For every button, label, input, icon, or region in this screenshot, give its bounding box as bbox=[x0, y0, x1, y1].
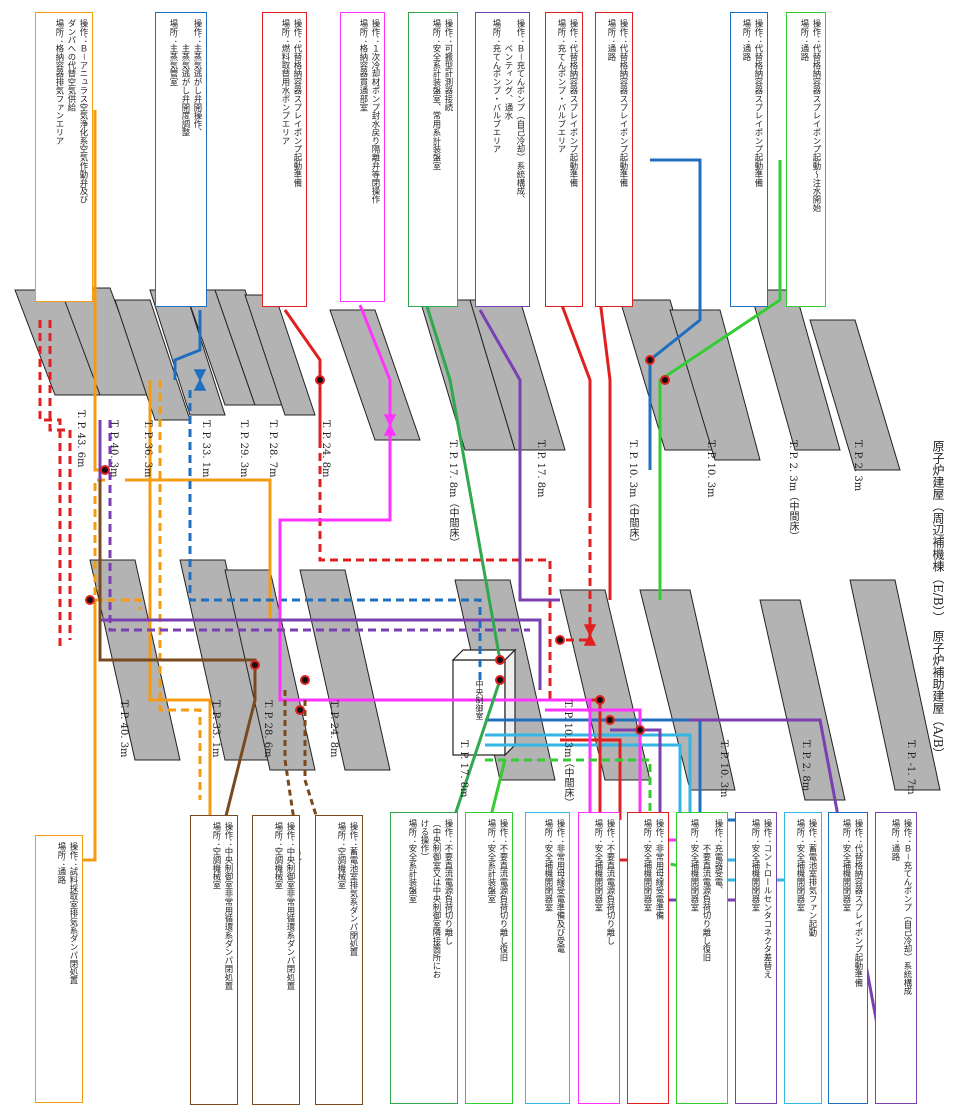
marker-5 bbox=[296, 706, 304, 714]
op-box-bottom-13: 操作：代替格納容器スプレイポンプ起動準備 場所：安全補機開閉器室 bbox=[828, 812, 868, 1104]
op-box-top-9: 操作：代替格納容器スプレイポンプ起動準備 場所：通路 bbox=[730, 12, 768, 307]
marker-10 bbox=[661, 376, 669, 384]
marker-9 bbox=[646, 356, 654, 364]
marker-3 bbox=[251, 661, 259, 669]
floor-label: T. P. 2. 3m（中間床） bbox=[785, 440, 800, 541]
floor-label: T. P. 43. 6m bbox=[75, 410, 86, 468]
floor-label: T. P. 10. 3m（中間床） bbox=[625, 440, 640, 548]
marker-11 bbox=[86, 596, 94, 604]
floor-label: T. P. 10. 3m（中間床） bbox=[560, 700, 575, 808]
op-box-bottom-5: 操作：不要直流電源負荷切り離し （中央制御室又は中央制御室隣接箇所にお ける操作… bbox=[390, 812, 458, 1104]
op-box-bottom-8: 操作：不要直流電源負荷切り離し 場所：安全補機開閉器室 bbox=[578, 812, 620, 1104]
op-box-bottom-1: 操作：試料採取室排気系ダンパ閉処置 場所：通路 bbox=[35, 835, 83, 1103]
op-box-top-3: 操作：代替格納容器スプレイポンプ起動準備 場所：燃料取替用水ポンプエリア bbox=[262, 12, 307, 307]
route-red-7 bbox=[600, 300, 610, 600]
marker-4 bbox=[301, 676, 309, 684]
floor-label: T. P. 28. 6m bbox=[262, 700, 273, 758]
floor-label: T. P. 17. 8m bbox=[535, 440, 546, 498]
central-control-room-label: 中央制御室 bbox=[474, 680, 485, 720]
op-box-bottom-3: 操作：中央制御室非常用循環系ダンパ閉処置 場所：空調機械室 bbox=[252, 815, 300, 1105]
op-box-top-6: 操作：Ｂ－充てんポンプ（自己冷却）系統構成、 ベンティング、通水 場所：充てんポ… bbox=[475, 12, 530, 307]
marker-6 bbox=[496, 656, 504, 664]
op-box-top-8: 操作：代替格納容器スプレイポンプ起動準備 場所：通路 bbox=[595, 12, 633, 307]
floor-label: T. P. 40. 3m bbox=[108, 420, 119, 478]
op-box-bottom-9: 操作：非常用母線受電準備 場所：安全補機開閉器室 bbox=[627, 812, 669, 1104]
marker-8 bbox=[556, 636, 564, 644]
floor-label: T. P. 10. 3m bbox=[718, 740, 729, 798]
floor-label: T. P. 33. 1m bbox=[200, 420, 211, 478]
floor-label: T. P. 24. 8m bbox=[328, 700, 339, 758]
marker-7 bbox=[496, 676, 504, 684]
op-box-bottom-11: 操作：コントロールセンタコネクタ差替え 場所：安全補機開閉器室 bbox=[735, 812, 777, 1104]
floor-label: T. P. 24. 8m bbox=[320, 420, 331, 478]
floor-label: T. P. 29. 3m bbox=[238, 420, 249, 478]
floor-label: T. P. 33. 1m bbox=[210, 700, 221, 758]
floor-label: T. P. 2. 3m bbox=[852, 440, 863, 491]
marker-12 bbox=[596, 696, 604, 704]
floor-label: T. P. 40. 3m bbox=[118, 700, 129, 758]
op-box-bottom-12: 操作：蓄電池室排気ファン起動 場所：安全補機開閉器室 bbox=[784, 812, 822, 1104]
route-red-5 bbox=[560, 300, 590, 500]
op-box-top-5: 操作：可搬型計測器接続 場所：安全系計装盤室、常用系計装盤室 bbox=[408, 12, 458, 307]
op-box-bottom-6: 操作：不要直流電源負荷切り離し復旧 場所：安全系計装盤室 bbox=[465, 812, 513, 1104]
floor-label: T. P. 28. 7m bbox=[267, 420, 278, 478]
op-box-bottom-14: 操作：Ｂ－充てんポンプ（自己冷却）系統構成 場所：通路 bbox=[875, 812, 917, 1104]
op-box-top-1: 操作：Ｂ－アニュラス空気浄化系空気作動弁及び ダンパへの代替空気供給 場所：格納… bbox=[35, 12, 93, 302]
marker-13 bbox=[606, 716, 614, 724]
floor-label: T. P. 17. 8m（中間床） bbox=[445, 440, 460, 548]
reactor-building-title: 原子炉建屋（周辺補機棟（E/B）） bbox=[930, 440, 947, 624]
op-box-bottom-10: 操作：充電器受電、 不要直流電源負荷切り離し復旧 場所：安全補機開閉器室 bbox=[676, 812, 728, 1104]
op-box-top-10: 操作：代替格納容器スプレイポンプ起動～注水開始 場所：通路 bbox=[786, 12, 826, 307]
op-box-bottom-7: 操作：非常用母線受電準備及び受電 場所：安全補機開閉器室 bbox=[525, 812, 570, 1104]
op-box-top-4: 操作：１次冷却材ポンプ封水戻り隔離弁等閉操作 場所：格納容器貫通部室 bbox=[340, 12, 385, 302]
aux-building-title: 原子炉補助建屋（A/B） bbox=[930, 630, 947, 760]
op-box-top-7: 操作：代替格納容器スプレイポンプ起動準備 場所：充てんポンプ・バルブエリア bbox=[545, 12, 583, 307]
op-box-bottom-2: 操作：中央制御室非常用循環系ダンパ閉処置 場所：空調機械室 bbox=[190, 815, 238, 1105]
op-box-bottom-4: 操作：蓄電池室排気系ダンパ閉処置 場所：空調機械室 bbox=[315, 815, 363, 1105]
ab-floor-9 bbox=[850, 580, 940, 790]
floor-label: T. P. 17. 8m bbox=[458, 740, 469, 798]
floor-label: T. P. 2. 8m bbox=[800, 740, 811, 791]
eb-floor-8 bbox=[330, 310, 420, 440]
marker-14 bbox=[636, 726, 644, 734]
floor-label: T. P. 36. 3m bbox=[142, 420, 153, 478]
floor-label: T. P. -1. 7m bbox=[905, 740, 916, 795]
floor-label: T. P. 10. 3m bbox=[705, 440, 716, 498]
marker-2 bbox=[316, 376, 324, 384]
op-box-top-2: 操作：主蒸気逃がし弁開操作、 主蒸気逃がし弁開度調整 場所：主蒸気管室 bbox=[155, 12, 207, 307]
